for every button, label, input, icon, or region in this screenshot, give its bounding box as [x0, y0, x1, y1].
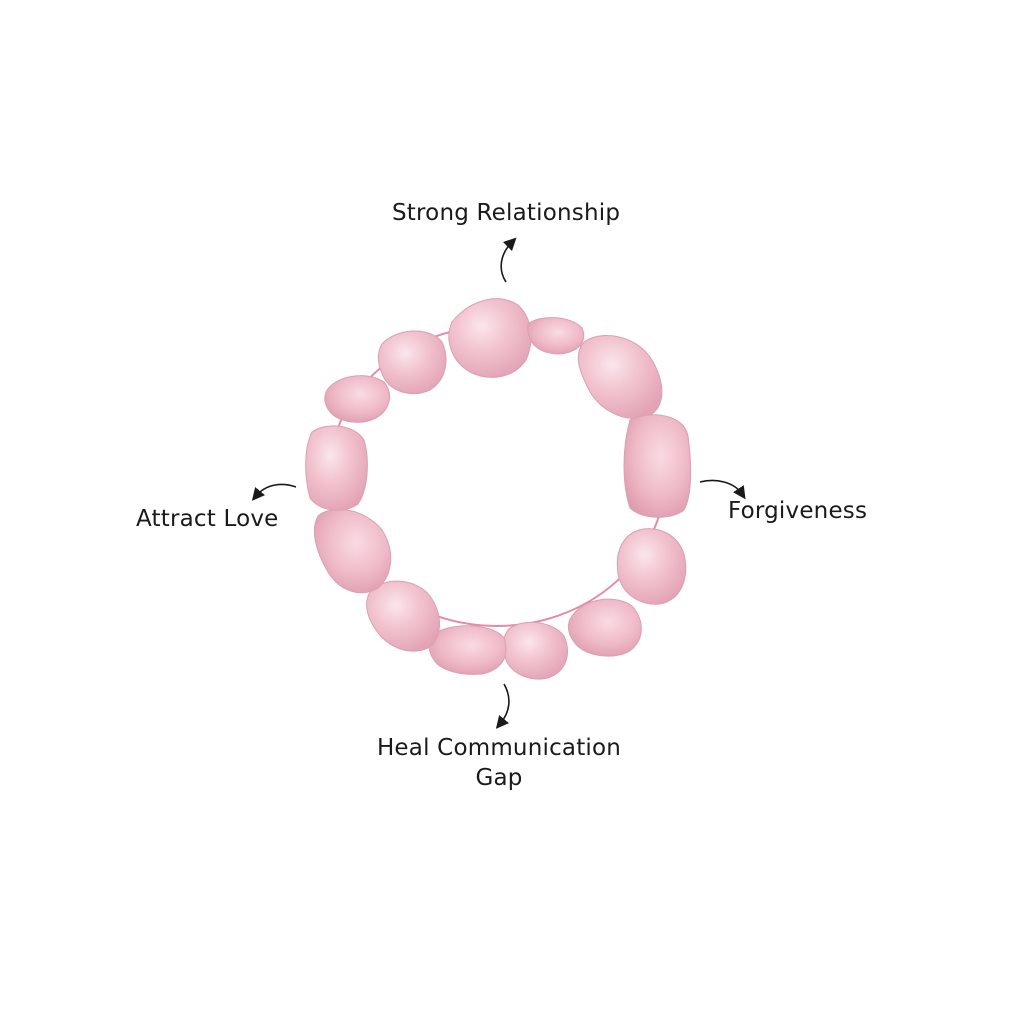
bead — [305, 425, 368, 511]
arrow-down-icon — [495, 683, 510, 729]
bead — [377, 330, 447, 394]
label-line: Gap — [475, 765, 523, 791]
bead — [313, 508, 392, 594]
arrow-up-icon — [500, 237, 517, 283]
arrow-right-icon — [699, 479, 746, 500]
bead — [577, 335, 663, 420]
bead — [616, 528, 687, 605]
bead — [527, 317, 585, 355]
bead — [448, 298, 532, 378]
bracelet-beads — [305, 298, 692, 680]
bead — [623, 414, 692, 518]
label-line: Heal Communication — [376, 735, 622, 761]
label-strong-relationship: Strong Relationship — [392, 200, 621, 226]
label-heal-communication-gap: Heal Communication Gap — [364, 733, 634, 793]
bead — [567, 598, 642, 657]
arrow-left-icon — [251, 483, 297, 501]
label-attract-love: Attract Love — [136, 506, 279, 532]
bead — [366, 580, 441, 652]
bead — [428, 625, 507, 675]
label-forgiveness: Forgiveness — [728, 498, 868, 524]
bead — [502, 621, 568, 680]
bead — [324, 375, 391, 423]
